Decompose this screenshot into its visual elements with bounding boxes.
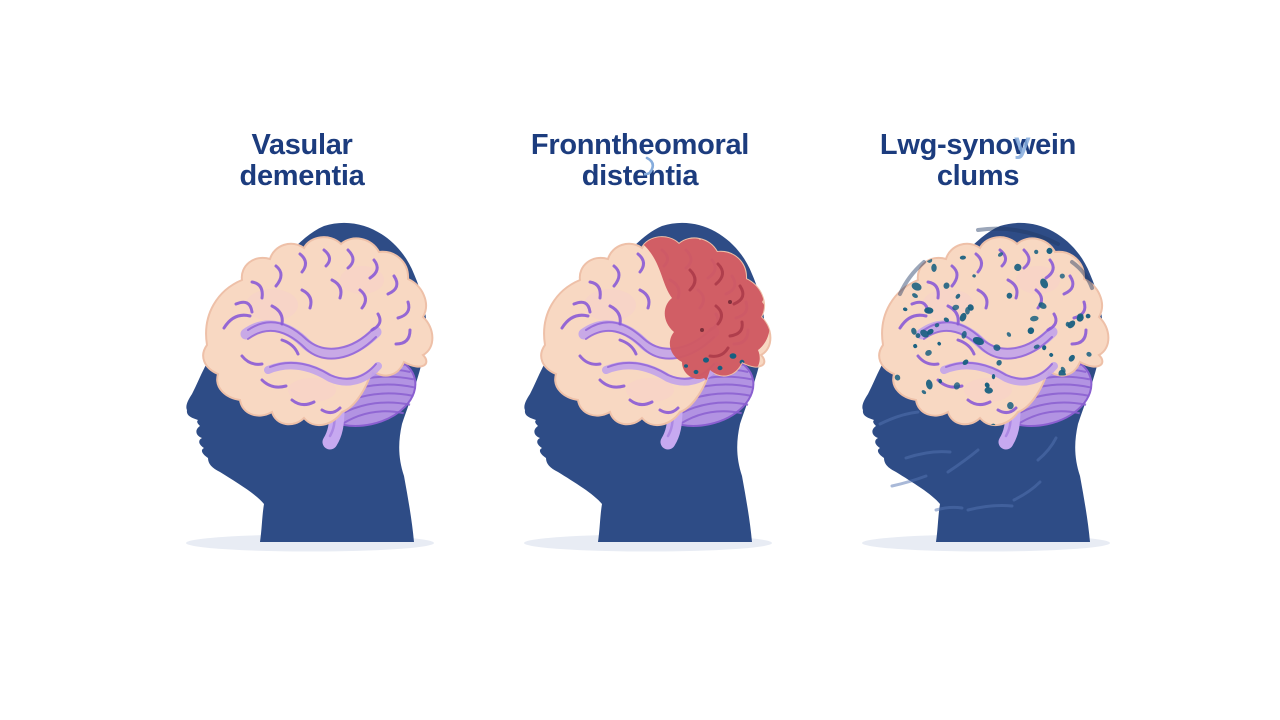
- head-profile-svg: [186, 222, 434, 552]
- figure-label-line2: dementia: [239, 160, 365, 192]
- head-illustration-lewy-body-dementia: [828, 210, 1128, 552]
- head-profile-svg: [862, 222, 1110, 552]
- figure-label-line1: Lwg-synowein: [879, 129, 1077, 161]
- figure-lewy-body-dementia: Lwg-synowein clums y: [813, 127, 1143, 552]
- figure-label-line2: distentia: [581, 160, 699, 192]
- dementia-figures-row: Vasular dementia: [137, 127, 1143, 552]
- text-smudge-artifact: [643, 156, 655, 176]
- head-illustration-frontotemporal-dementia: [490, 210, 790, 552]
- figure-label-line2: clums: [936, 160, 1020, 192]
- figure-frontotemporal-dementia: Fronntheomoral distentia: [475, 130, 805, 552]
- head-illustration-vascular-dementia: [152, 210, 452, 552]
- brush-texture-layer: [878, 226, 1094, 512]
- figure-label-line1: Vasular: [251, 129, 353, 161]
- figure-label: Vasular dementia: [240, 130, 365, 194]
- cerebrum: [878, 236, 1110, 427]
- figure-vascular-dementia: Vasular dementia: [137, 130, 467, 552]
- figure-label: Lwg-synowein clums y: [879, 127, 1077, 194]
- figure-label: Fronntheomoral distentia: [531, 130, 749, 194]
- head-profile-svg: [524, 222, 772, 552]
- brain-illustration: [202, 236, 434, 450]
- brain-illustration: [878, 236, 1110, 450]
- text-ghost-artifact: y: [1014, 127, 1031, 160]
- figure-label-line1: Fronntheomoral: [530, 129, 750, 161]
- cerebrum: [202, 236, 434, 427]
